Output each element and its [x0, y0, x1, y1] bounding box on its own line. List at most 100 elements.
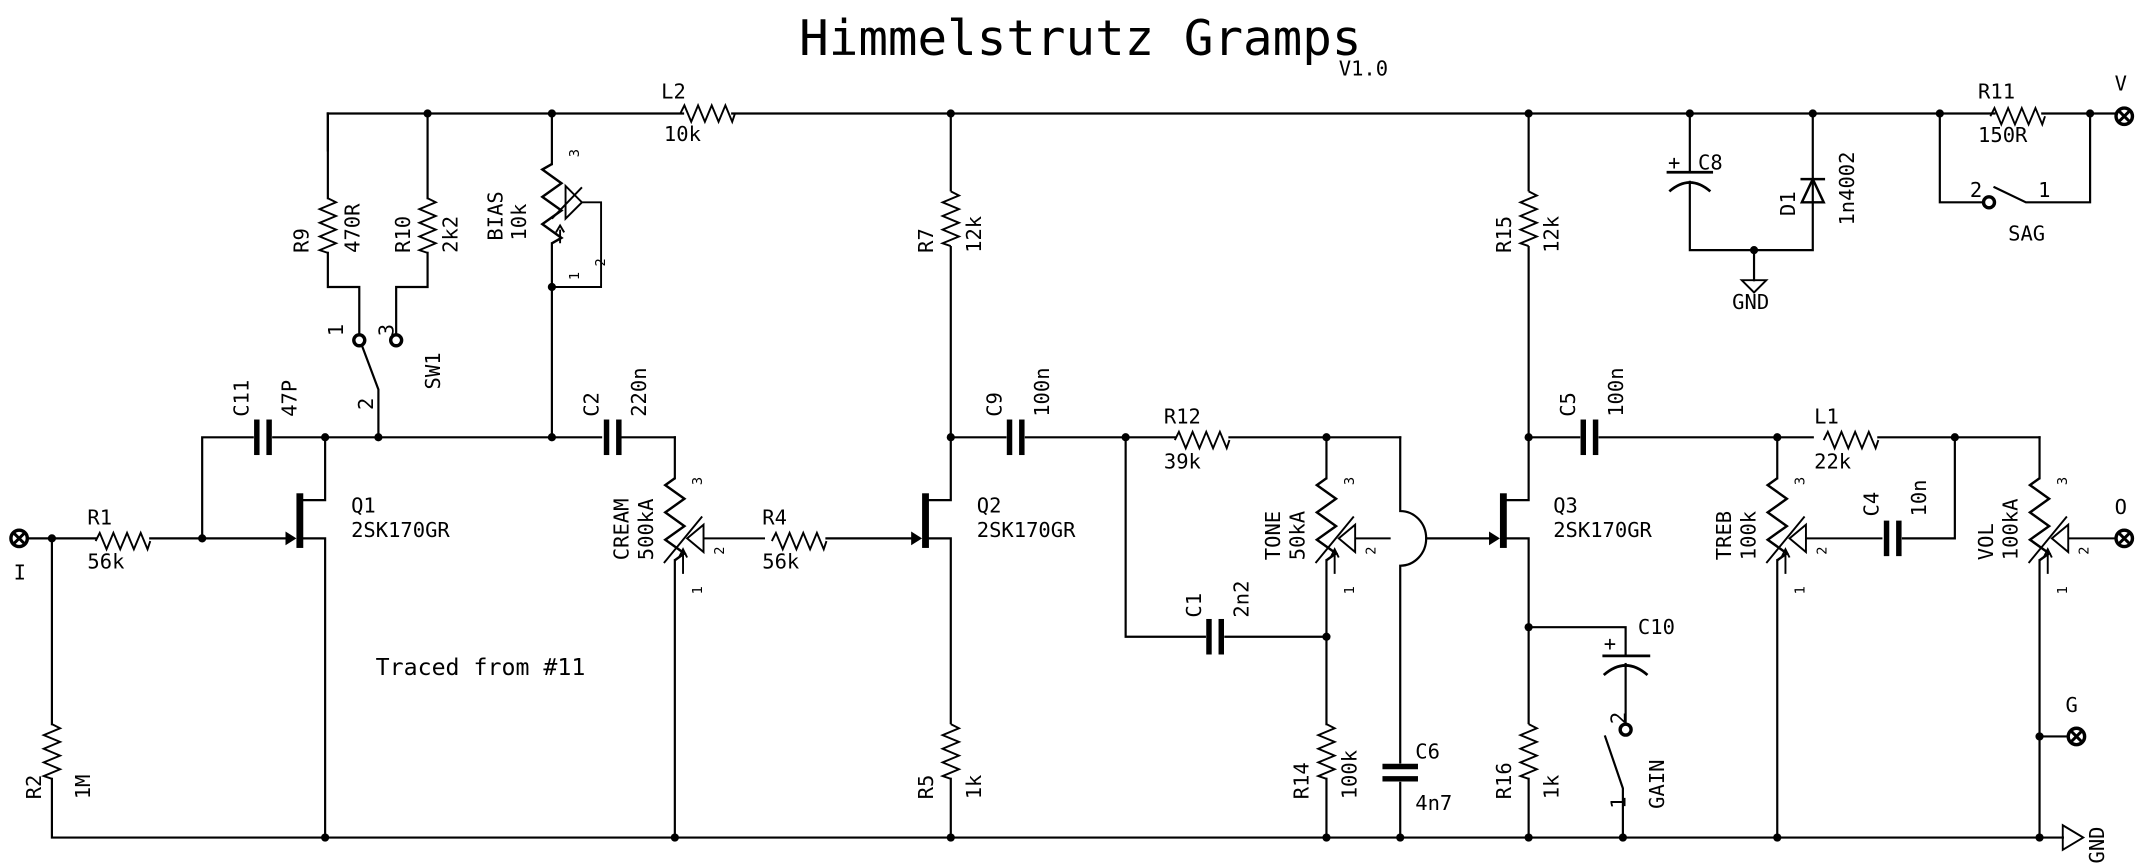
svg-text:CREAM: CREAM [609, 499, 633, 561]
svg-text:100n: 100n [1030, 367, 1054, 416]
svg-text:100n: 100n [1604, 367, 1628, 416]
input-terminal[interactable]: I [9, 528, 30, 584]
svg-text:39k: 39k [1164, 450, 1202, 474]
svg-text:100k: 100k [1338, 749, 1362, 799]
capacitor-C9: C9 100n [949, 367, 1176, 456]
svg-text:C9: C9 [982, 392, 1006, 417]
resistor-R1: R1 56k [87, 506, 291, 573]
capacitor-C11: C11 47P [230, 380, 301, 456]
svg-text:C8: C8 [1698, 151, 1723, 175]
diode-D1: D1 1n4002 [1776, 152, 1859, 226]
svg-text:SW1: SW1 [421, 352, 445, 389]
svg-text:2: 2 [593, 258, 609, 266]
svg-text:V: V [2115, 71, 2127, 95]
resistor-R16: R16 1k [1492, 723, 1564, 839]
svg-text:R9: R9 [290, 228, 314, 253]
svg-text:1: 1 [567, 272, 583, 280]
resistor-R4: R4 56k [762, 506, 913, 573]
svg-text:Q3: Q3 [1553, 493, 1578, 517]
svg-text:L2: L2 [661, 79, 686, 103]
svg-text:3: 3 [1793, 477, 1809, 485]
svg-text:3: 3 [567, 149, 583, 157]
power-terminal[interactable]: V [2114, 71, 2135, 127]
svg-text:3: 3 [1342, 477, 1358, 485]
svg-text:R11: R11 [1978, 79, 2015, 103]
svg-text:1: 1 [2038, 178, 2050, 202]
ground-symbol-psu: GND [1732, 249, 1769, 314]
pot-TONE[interactable]: TONE 50kA 3 2 1 [1261, 436, 1391, 726]
svg-text:1: 1 [1607, 797, 1631, 809]
resistor-L1: L1 22k [1814, 405, 2041, 474]
svg-text:Q1: Q1 [351, 493, 376, 517]
svg-text:C10: C10 [1638, 615, 1675, 639]
svg-text:1k: 1k [962, 774, 986, 799]
svg-text:C6: C6 [1415, 739, 1440, 763]
svg-text:2: 2 [1607, 712, 1631, 724]
svg-text:1: 1 [1342, 586, 1358, 594]
capacitor-C8: + C8 [1666, 112, 1814, 252]
switch-SW1[interactable]: 1 2 3 SW1 [324, 324, 445, 439]
svg-text:22k: 22k [1814, 450, 1852, 474]
svg-text:R7: R7 [914, 228, 938, 253]
svg-text:220n: 220n [627, 367, 651, 416]
svg-text:D1: D1 [1776, 191, 1800, 216]
svg-text:C1: C1 [1182, 593, 1206, 618]
svg-text:C11: C11 [230, 380, 254, 417]
svg-text:R10: R10 [391, 216, 415, 253]
svg-text:2: 2 [354, 398, 378, 410]
svg-text:R15: R15 [1492, 216, 1516, 253]
capacitor-C4: C4 10n [1859, 436, 1956, 557]
svg-text:56k: 56k [87, 549, 125, 573]
capacitor-C6: C6 4n7 [1382, 436, 1491, 839]
pot-VOL[interactable]: VOL 100kA 3 2 1 [1974, 436, 2115, 839]
svg-text:TONE: TONE [1261, 511, 1285, 560]
svg-text:4n7: 4n7 [1415, 791, 1452, 815]
svg-text:56k: 56k [762, 549, 800, 573]
pot-CREAM[interactable]: CREAM 500kA 3 2 1 [609, 436, 765, 839]
capacitor-C2: C2 220n [579, 367, 651, 456]
svg-text:3: 3 [2055, 477, 2071, 485]
svg-text:100kA: 100kA [1999, 499, 2023, 561]
svg-text:10n: 10n [1907, 480, 1931, 517]
svg-text:C4: C4 [1859, 492, 1883, 517]
svg-text:1: 1 [1793, 586, 1809, 594]
svg-text:R16: R16 [1492, 762, 1516, 799]
svg-text:2SK170GR: 2SK170GR [351, 518, 450, 542]
svg-text:GAIN: GAIN [1645, 760, 1669, 809]
switch-GAIN[interactable]: 2 1 GAIN [1603, 712, 1669, 839]
svg-text:2: 2 [2077, 547, 2093, 555]
svg-text:1: 1 [2055, 586, 2071, 594]
svg-text:150R: 150R [1978, 123, 2028, 147]
resistor-R7: R7 12k [914, 190, 986, 253]
svg-text:2n2: 2n2 [1230, 581, 1254, 618]
resistor-R11: R11 150R [1978, 79, 2046, 147]
svg-text:2k2: 2k2 [439, 216, 463, 253]
output-terminal[interactable]: O [2114, 495, 2135, 549]
svg-text:+: + [1604, 631, 1616, 655]
svg-text:1n4002: 1n4002 [1835, 152, 1859, 226]
ground-terminal[interactable]: G [2038, 693, 2087, 747]
svg-text:470R: 470R [340, 203, 364, 253]
svg-text:G: G [2065, 693, 2077, 717]
capacitor-C5: C5 100n [1527, 367, 1814, 456]
svg-text:2: 2 [1814, 547, 1830, 555]
svg-text:1M: 1M [71, 775, 95, 800]
svg-text:+: + [1668, 151, 1680, 175]
svg-text:1k: 1k [1540, 774, 1564, 799]
svg-text:50kA: 50kA [1286, 511, 1310, 560]
svg-text:10k: 10k [507, 203, 531, 241]
svg-text:1: 1 [690, 586, 706, 594]
svg-text:12k: 12k [962, 215, 986, 253]
version-label: V1.0 [1339, 56, 1388, 80]
pot-BIAS[interactable]: BIAS 10k 3 2 1 [484, 112, 609, 439]
resistor-R14: R14 100k [1290, 723, 1362, 839]
switch-SAG[interactable]: 2 1 SAG [1938, 112, 2092, 246]
svg-text:R2: R2 [22, 775, 46, 800]
pot-TREB[interactable]: TREB 100k 3 2 1 [1712, 436, 1883, 839]
svg-text:R14: R14 [1290, 762, 1314, 799]
svg-text:2: 2 [712, 547, 728, 555]
resistor-L2: L2 10k [661, 79, 736, 146]
svg-text:VOL: VOL [1974, 523, 1998, 560]
svg-text:500kA: 500kA [634, 499, 658, 561]
supply-rail [326, 112, 2116, 152]
